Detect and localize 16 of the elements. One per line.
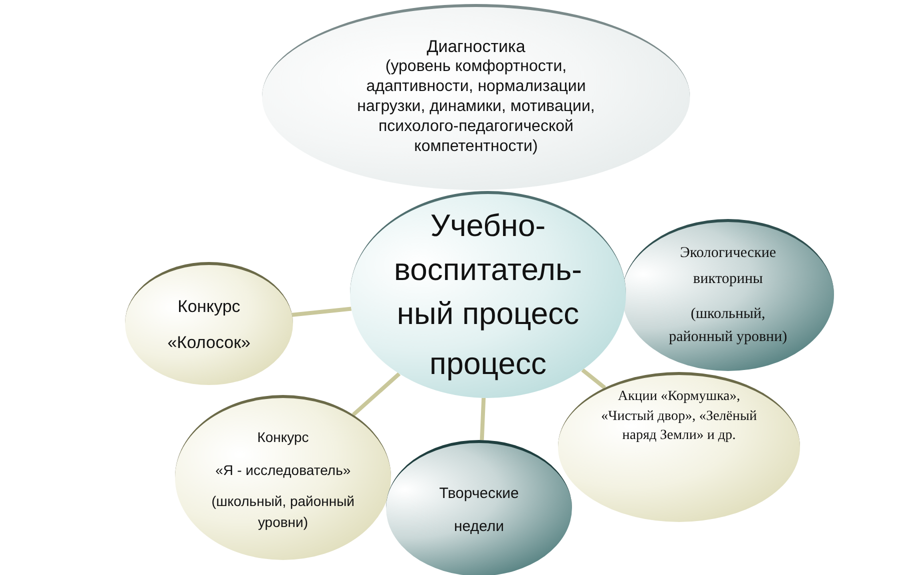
node-heading: Конкурс xyxy=(178,296,240,317)
node-heading: Диагностика xyxy=(426,37,526,58)
node-text: «Я - исследователь» xyxy=(215,461,351,480)
node-text: (школьный, районный уровни) xyxy=(210,492,356,532)
node-text: «Колосок» xyxy=(167,333,251,354)
node-text: (школьный, районный уровни) xyxy=(668,304,788,347)
node-heading: Экологические викторины xyxy=(678,244,778,290)
node-text: Творческие недели xyxy=(438,484,520,536)
node-text: (уровень комфортности, адаптивности, нормализации нагрузки, динамики, мотивации, психолого-педагогической компетентности) xyxy=(356,57,596,158)
node-heading: Конкурс xyxy=(257,428,309,446)
connector-line xyxy=(581,368,606,390)
connector-line xyxy=(292,306,352,317)
connector-line xyxy=(480,398,486,440)
node-text: Акции «Кормушка», «Чистый двор», «Зелёный наряд Земли» и др. xyxy=(600,388,758,446)
node-text: процесс xyxy=(430,345,546,384)
connector-line xyxy=(352,372,401,416)
